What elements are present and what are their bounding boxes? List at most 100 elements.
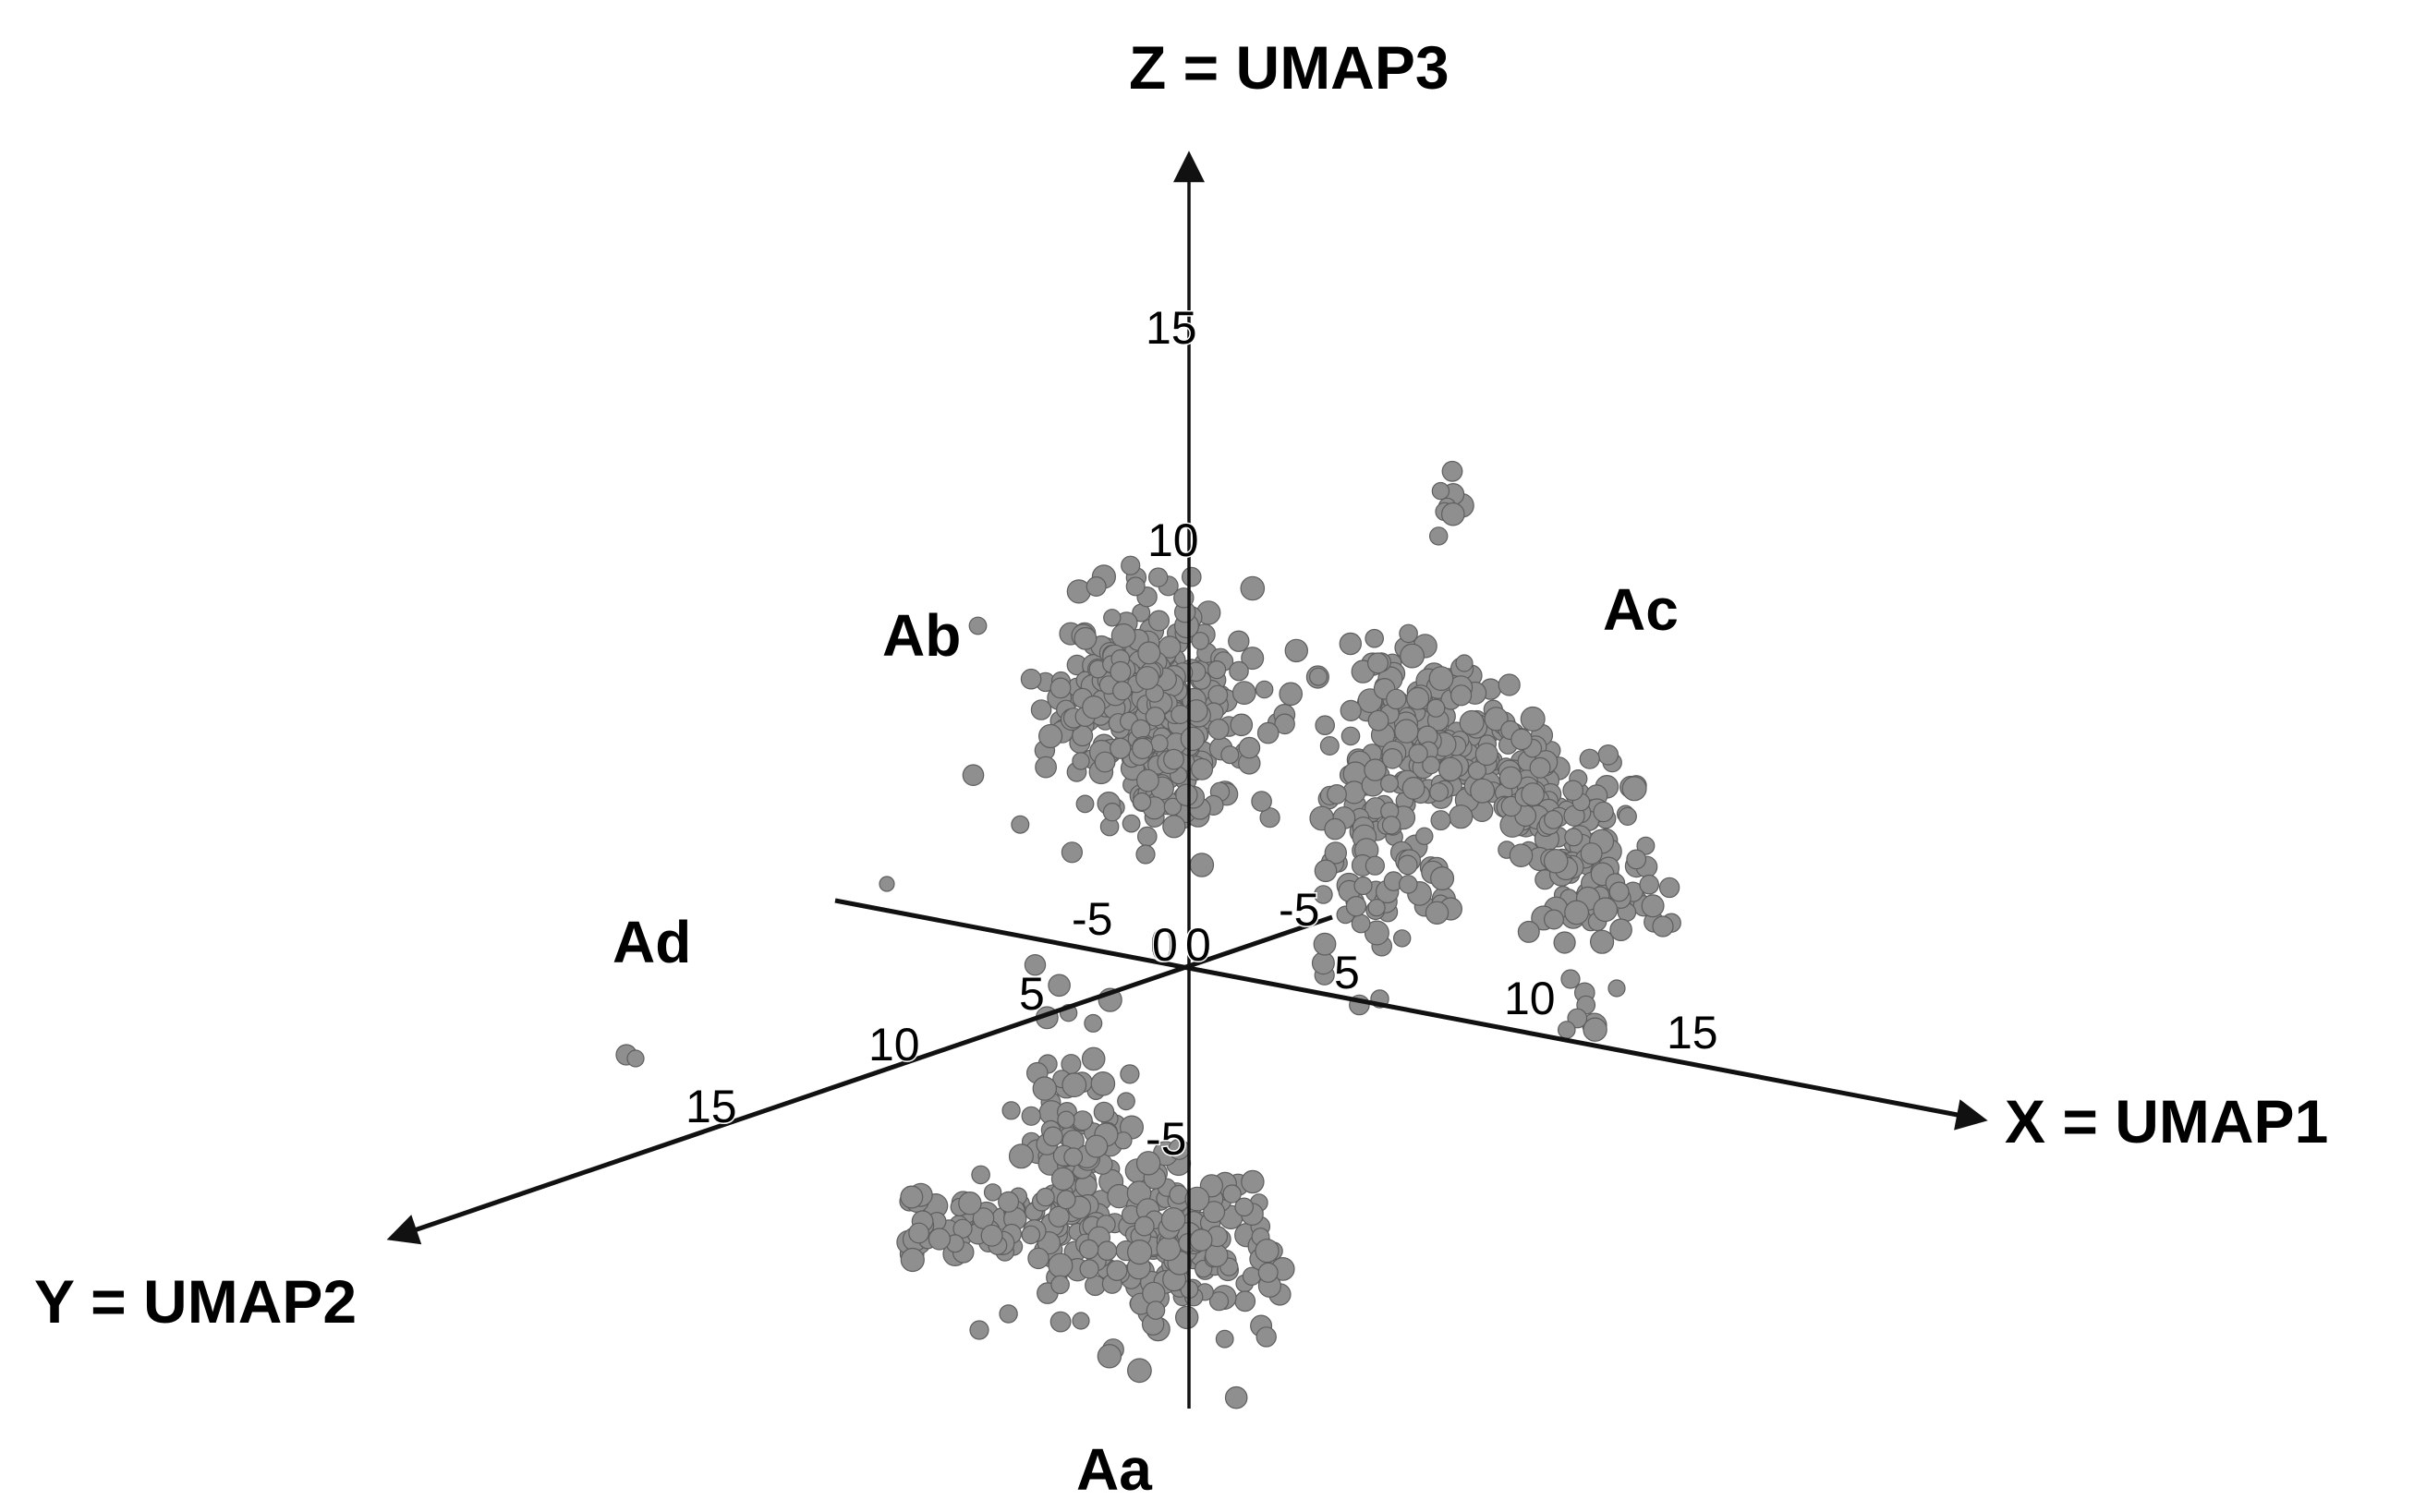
cluster-ab-point — [1121, 555, 1141, 575]
cluster-ab-point — [1035, 756, 1057, 779]
cluster-ac-point — [1345, 896, 1367, 917]
cluster-ac-point — [1593, 801, 1614, 823]
cluster-ac-point — [1658, 877, 1680, 899]
cluster-ac-point — [1381, 747, 1403, 769]
cluster-aa-point — [958, 1191, 982, 1216]
cluster-ab-point — [1145, 706, 1166, 727]
cluster-aa-point — [1072, 1110, 1093, 1131]
cluster-ab-point — [1238, 736, 1261, 759]
cluster-ac-point — [1498, 673, 1521, 696]
cluster-label-ab: Ab — [882, 602, 961, 669]
cluster-aa-point — [1048, 1205, 1070, 1228]
cluster-ab-point — [1075, 794, 1095, 814]
cluster-aa-point — [1084, 1013, 1103, 1033]
cluster-aa-point — [1242, 1266, 1262, 1287]
cluster-ac-point — [1467, 761, 1487, 780]
points-layer — [615, 460, 1681, 1409]
cluster-aa-point — [1120, 1064, 1140, 1084]
cluster-ac-point — [1426, 698, 1446, 718]
cluster-ab-point — [1220, 745, 1240, 765]
cluster-ab-point — [1112, 681, 1133, 701]
cluster-aa-point — [1215, 1329, 1234, 1349]
x-tick-label: 15 — [1667, 1007, 1718, 1058]
cluster-ac-point — [1589, 929, 1615, 954]
cluster-ab-point — [1256, 721, 1280, 744]
cluster-aa-point — [1234, 1197, 1254, 1217]
cluster-ac-point — [1652, 915, 1674, 937]
cluster-ac-point — [1529, 756, 1551, 779]
cluster-ac-point — [1315, 715, 1335, 735]
cluster-aa-point — [1257, 1262, 1279, 1283]
cluster-aa-point — [1036, 1187, 1055, 1207]
cluster-ac-point — [1401, 777, 1425, 800]
cluster-ac-point — [1430, 865, 1455, 890]
cluster-aa-point — [999, 1304, 1018, 1324]
cluster-aa-point — [928, 1228, 952, 1251]
cluster-aa-point — [1255, 1239, 1280, 1264]
cluster-aa-point — [1117, 1092, 1135, 1111]
cluster-aa-point — [1021, 1106, 1041, 1126]
cluster-aa-point — [1106, 1260, 1128, 1281]
cluster-aa-point — [1255, 1326, 1277, 1348]
cluster-aa-point — [1234, 1290, 1256, 1312]
cluster-aa-point — [1160, 1207, 1186, 1232]
cluster-ab-point — [1061, 841, 1084, 864]
cluster-ac-point — [1431, 481, 1450, 501]
x-tick-label: 10 — [1504, 973, 1556, 1024]
cluster-ab-point — [1122, 814, 1141, 833]
cluster-aa-point — [952, 1218, 973, 1239]
cluster-ac-point — [1543, 848, 1569, 874]
cluster-ac-point — [1560, 969, 1581, 989]
cluster-aa-point — [1126, 1358, 1152, 1384]
cluster-ab-point — [1191, 632, 1209, 650]
cluster-aa-point — [1189, 1228, 1213, 1252]
cluster-ac-point — [1579, 748, 1600, 769]
x-axis-line — [834, 898, 1988, 1131]
x-axis-title: X = UMAP1 — [2005, 1087, 2328, 1155]
cluster-aa-point — [1057, 1110, 1075, 1130]
ticks-layer: -5 0 5 10 15 -5 0 5 10 15 0 -5 10 15 — [685, 301, 1720, 1167]
y-tick-label: 0 — [1150, 919, 1176, 971]
cluster-ac-point — [1367, 709, 1389, 732]
cluster-aa-point — [1049, 1311, 1072, 1333]
cluster-ab-point — [1150, 734, 1169, 753]
cluster-ac-point — [1639, 874, 1659, 895]
cluster-aa-point — [1156, 1236, 1182, 1262]
cluster-aa-point — [1126, 1239, 1153, 1265]
cluster-ab-point — [1189, 853, 1215, 877]
cluster-ab-point — [1110, 737, 1132, 759]
cluster-ac-point — [1406, 686, 1430, 710]
cluster-ac-point — [1340, 699, 1362, 722]
x-tick-label: 0 — [1185, 919, 1211, 971]
axes-layer — [386, 151, 1988, 1409]
cluster-ab-point — [1255, 680, 1274, 699]
cluster-aa-point — [1024, 953, 1047, 976]
cluster-ac-point — [1366, 652, 1389, 674]
cluster-ac-point — [1597, 744, 1619, 766]
cluster-ac-point — [1626, 849, 1647, 870]
cluster-ac-point — [1425, 901, 1450, 925]
cluster-ac-point — [1455, 654, 1474, 672]
cluster-ac-point — [1517, 920, 1540, 943]
y-tick-label: 5 — [1019, 968, 1045, 1020]
cluster-aa-point — [980, 1224, 1003, 1247]
cluster-ab-point — [1163, 797, 1183, 816]
cluster-ab-point — [1131, 719, 1151, 740]
cluster-aa-point — [1208, 1291, 1230, 1312]
cluster-ac-point — [1564, 900, 1589, 925]
cluster-ac-point — [1553, 931, 1576, 954]
cluster-aa-point — [1050, 1167, 1075, 1191]
cluster-label-aa: Aa — [1076, 1436, 1152, 1503]
z-tick-label: 0 — [1152, 919, 1178, 971]
cluster-ab-point — [1020, 668, 1042, 690]
cluster-ac-point — [1474, 743, 1498, 767]
cluster-ab-point — [1241, 647, 1265, 671]
cluster-aa-point — [1063, 1147, 1084, 1167]
cluster-ab-point — [1086, 575, 1107, 597]
cluster-ab-point — [1132, 792, 1152, 812]
cluster-ac-point — [1408, 744, 1428, 764]
cluster-ab-point — [1125, 576, 1146, 597]
cluster-aa-point — [1134, 1216, 1155, 1237]
cluster-aa-point — [1097, 1344, 1122, 1369]
cluster-ab-point — [1132, 737, 1154, 760]
